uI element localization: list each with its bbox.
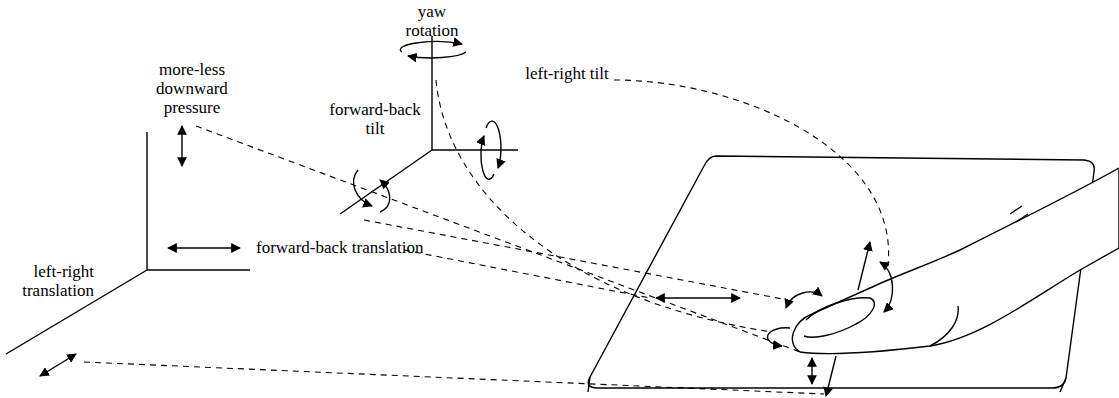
translation-arrow xyxy=(40,354,76,376)
motion-label: more-less downward pressure xyxy=(138,60,246,117)
axis-line xyxy=(431,36,432,150)
pressure-arrow xyxy=(811,358,812,384)
motion-label: left-right tilt xyxy=(522,64,612,83)
motion-label: left-right translation xyxy=(4,262,94,300)
axis-line xyxy=(147,269,250,270)
motion-label: forward-back tilt xyxy=(326,100,424,138)
leader-line xyxy=(364,220,788,300)
rotation-arrow xyxy=(400,42,462,52)
rotation-arrow xyxy=(786,292,822,308)
translation-arrow xyxy=(168,247,240,248)
translation-arrow xyxy=(826,356,836,396)
leader-line xyxy=(196,126,800,352)
leader-line xyxy=(84,362,824,394)
leader-line xyxy=(614,80,889,266)
motion-label: forward-back translation xyxy=(256,238,424,257)
axis-line xyxy=(340,150,432,214)
rotation-arrow xyxy=(486,121,501,168)
axis-line xyxy=(432,149,518,150)
translation-arrow xyxy=(181,126,182,166)
axis-line xyxy=(146,132,147,270)
rotation-arrow xyxy=(880,262,893,312)
finger-crease xyxy=(930,206,1028,346)
leader-line xyxy=(404,250,650,298)
motion-label: yaw rotation xyxy=(396,2,468,40)
rotation-arrow xyxy=(408,52,466,58)
translation-arrow xyxy=(656,297,740,298)
translation-arrow xyxy=(858,242,870,290)
leader-line xyxy=(436,80,772,332)
rotation-arrow xyxy=(380,180,390,212)
rotation-arrow xyxy=(481,136,494,179)
rotation-arrow xyxy=(768,328,790,346)
fingernail xyxy=(804,298,874,338)
finger-drawing xyxy=(792,168,1119,354)
